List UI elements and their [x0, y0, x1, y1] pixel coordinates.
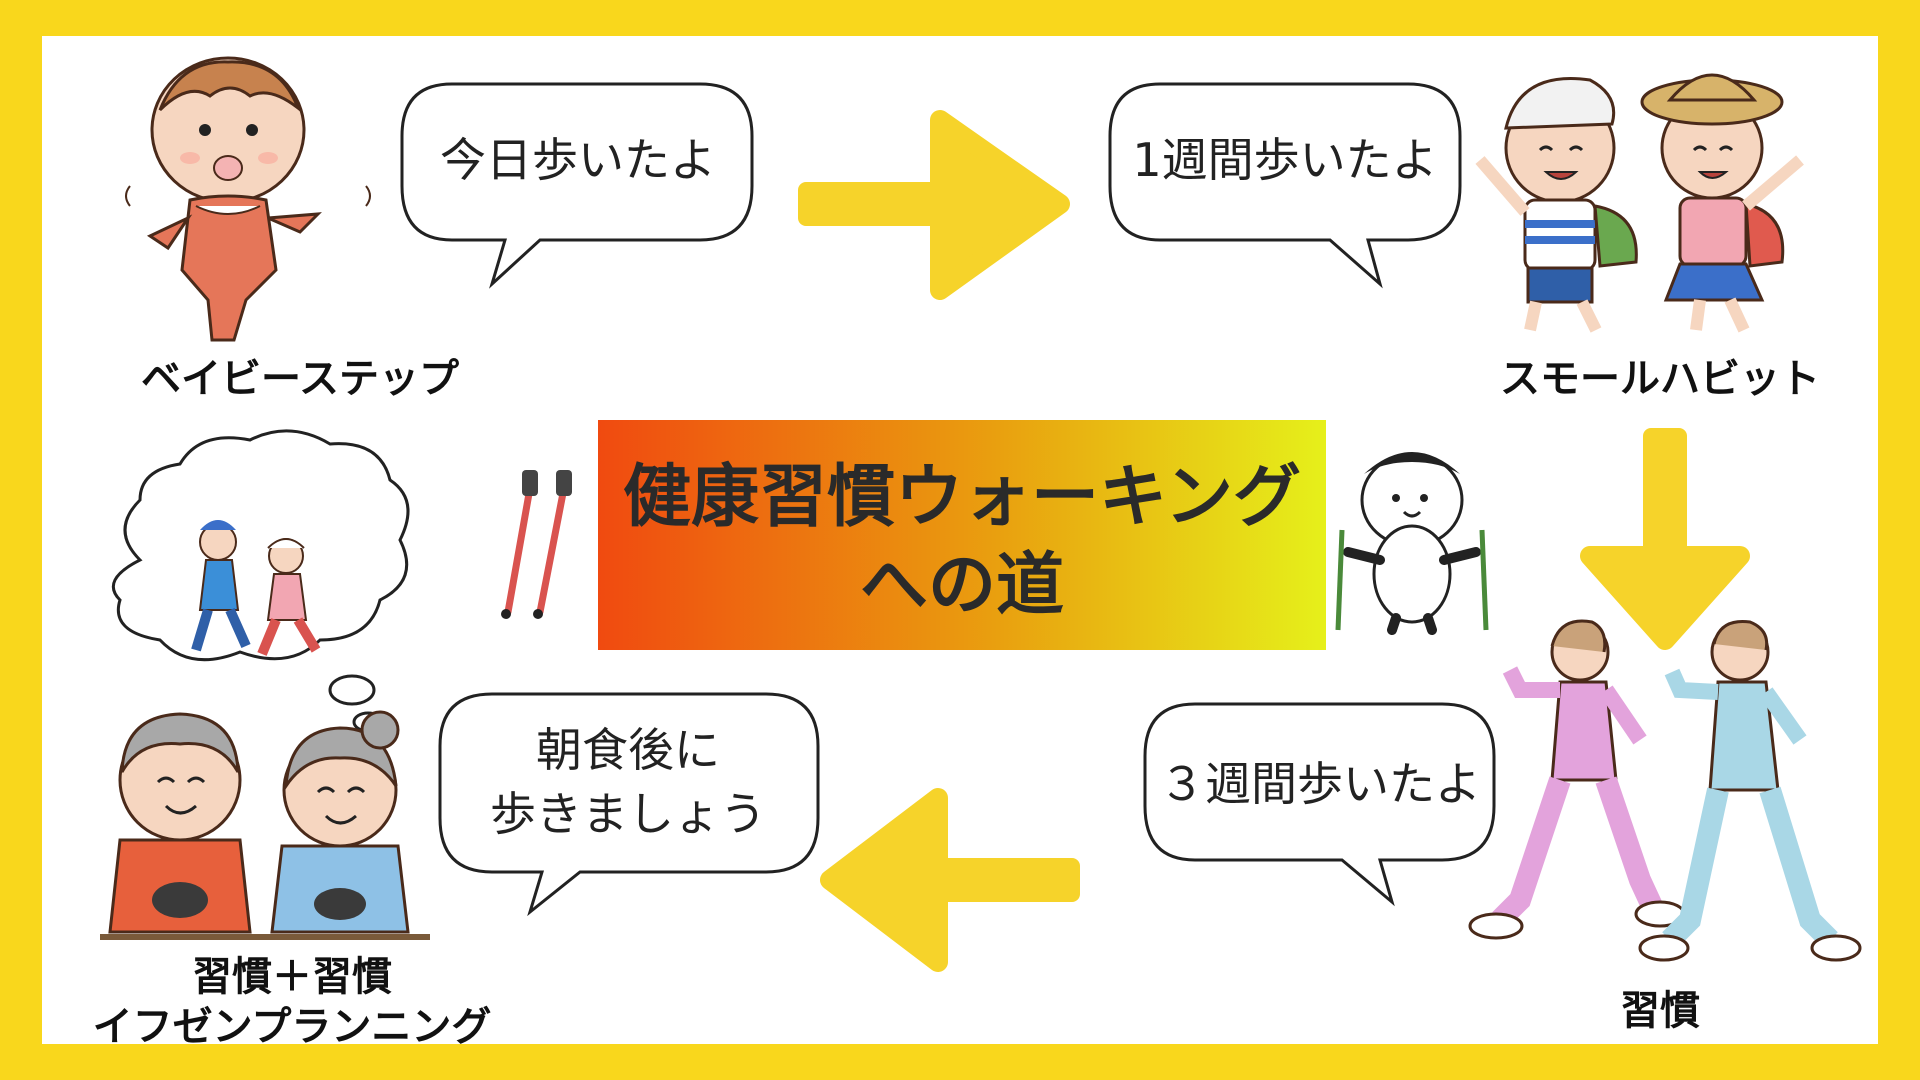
speech-bubble-2: 1週間歩いたよ [1110, 84, 1460, 284]
panda-walker-icon [1338, 452, 1486, 630]
stage-1-label: ベイビーステップ [141, 356, 459, 402]
bubble-4-line2: 歩きましょう [490, 787, 766, 841]
stage-4-label-line2: イフゼンプランニング [93, 1004, 492, 1050]
bubble-2-text: 1週間歩いたよ [1132, 133, 1437, 187]
walking-poles-icon [501, 470, 572, 619]
bubble-1-text: 今日歩いたよ [440, 133, 716, 187]
title-box: 健康習慣ウォーキング への道 [598, 420, 1326, 650]
speech-bubble-4: 朝食後に 歩きましょう [440, 694, 818, 912]
elderly-couple-eating-icon [100, 712, 430, 940]
speech-bubble-3: ３週間歩いたよ [1145, 704, 1494, 902]
stage-2-label: スモールハビット [1500, 356, 1820, 402]
title-line2: への道 [860, 546, 1064, 625]
bubble-3-text: ３週間歩いたよ [1159, 757, 1481, 811]
thought-cloud-walkers-icon [113, 431, 408, 731]
stage-4-label-line1: 習慣＋習慣 [192, 954, 392, 1000]
bubble-4-line1: 朝食後に [536, 723, 720, 777]
arrow-right [798, 120, 1060, 290]
walking-couple-icon [1470, 621, 1860, 960]
arrow-down [1590, 428, 1740, 640]
stage-3-label: 習慣 [1620, 988, 1700, 1034]
baby-icon [126, 58, 370, 340]
hiking-children-icon [1480, 75, 1800, 330]
speech-bubble-1: 今日歩いたよ [402, 84, 752, 284]
arrow-left [830, 798, 1080, 962]
title-line1: 健康習慣ウォーキング [623, 458, 1301, 537]
